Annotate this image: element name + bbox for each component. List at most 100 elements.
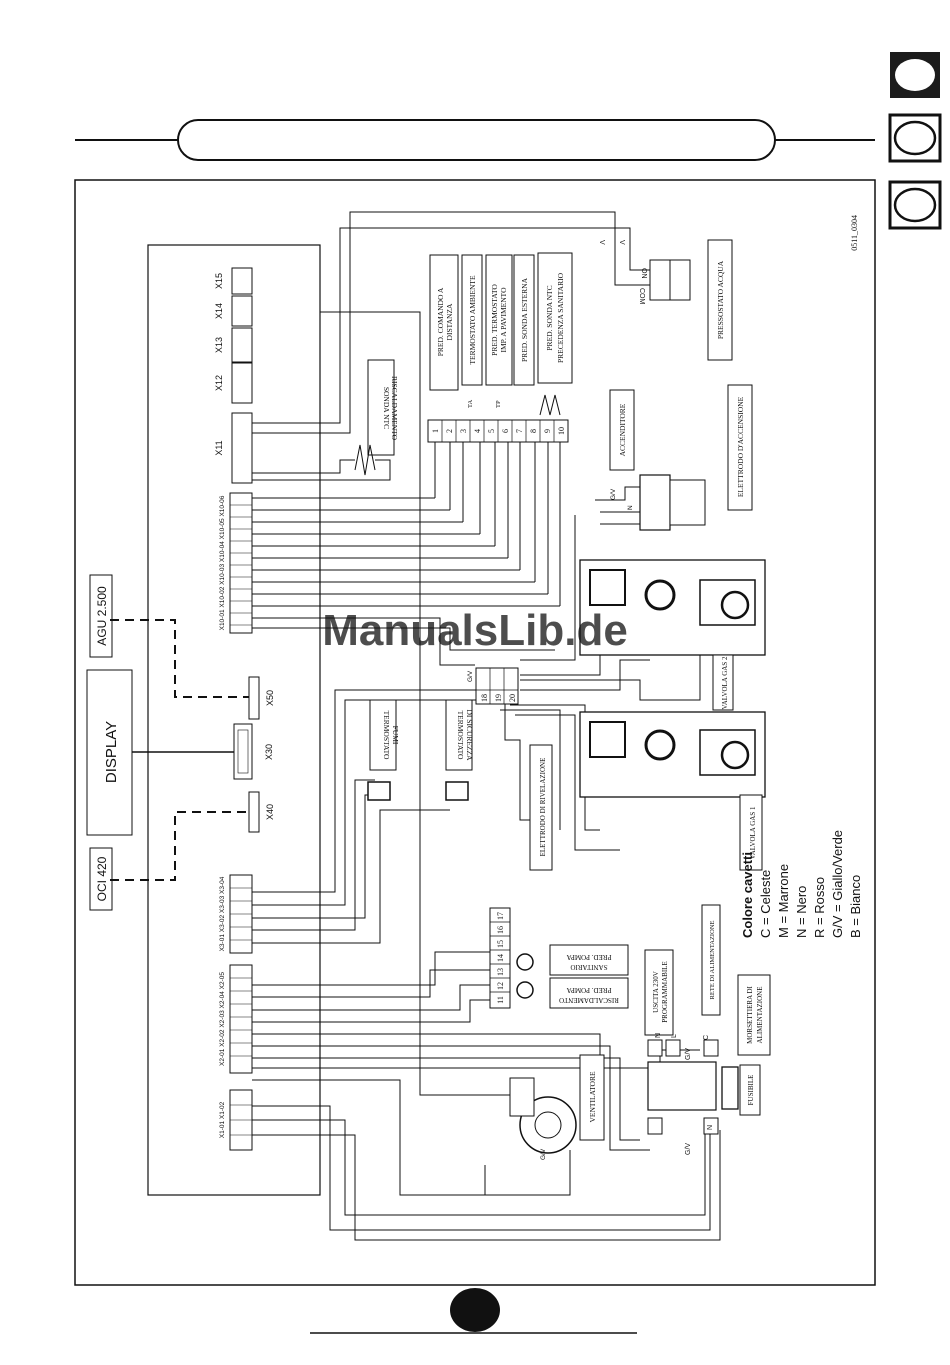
svg-text:X11: X11	[214, 440, 224, 455]
svg-text:N: N	[707, 1125, 714, 1130]
svg-text:RETE DI ALIMENTAZIONE: RETE DI ALIMENTAZIONE	[709, 921, 716, 1000]
svg-text:TERMOSTATO: TERMOSTATO	[382, 711, 391, 760]
svg-text:X2-01 X2-02 X2-03 X2-04 X2-05: X2-01 X2-02 X2-03 X2-04 X2-05	[219, 972, 226, 1066]
agu-module: AGU 2.500	[89, 574, 113, 658]
valvola-gas-2: VALVOLA GAS 2	[579, 559, 766, 711]
connector-x3-block: X3-01 X3-02 X3-03 X3-04	[219, 874, 253, 954]
termostato-fumi: TERMOSTATO FUMI	[367, 699, 400, 801]
connector-x11: X11	[214, 412, 253, 484]
legend-title: Colore cavetti	[740, 852, 755, 938]
lang-tab-3[interactable]	[888, 180, 942, 230]
lang-tab-2[interactable]	[888, 113, 942, 163]
svg-text:20: 20	[508, 694, 517, 702]
svg-text:X15: X15	[214, 273, 224, 289]
pressostato-acqua: ON COM V V PRESSOSTATO ACQUA	[598, 239, 733, 361]
terminal-strip-pump: 11 12 13 14 15 16 17	[489, 907, 511, 1009]
svg-text:N: N	[655, 1033, 662, 1038]
svg-text:G/V: G/V	[467, 670, 474, 682]
page-number-badge	[450, 1288, 500, 1332]
svg-text:X12: X12	[214, 375, 224, 391]
watermark: ManualsLib.de	[322, 606, 628, 655]
svg-text:19: 19	[494, 694, 503, 702]
svg-text:ELETTRODO DI RIVELAZIONE: ELETTRODO DI RIVELAZIONE	[539, 758, 547, 857]
oci-module: OCI 420	[89, 847, 113, 911]
svg-text:G/V: G/V	[685, 1048, 692, 1060]
svg-text:G/V: G/V	[540, 1148, 547, 1160]
svg-text:X50: X50	[265, 690, 275, 706]
svg-text:9: 9	[543, 429, 552, 433]
svg-text:1: 1	[431, 429, 440, 433]
valvola-gas-1: VALVOLA GAS 1	[579, 711, 766, 871]
terminal-strip-mid: 18 19 20 G/V	[467, 667, 519, 705]
pred-sonda-ntc-sanitario: PRED. SONDA NTC PRECEDENZA SANITARIO	[537, 252, 573, 384]
power-terminal-block: C G/V N N L G/V	[647, 1033, 719, 1155]
svg-text:ELETTRODO D'ACCENSIONE: ELETTRODO D'ACCENSIONE	[736, 396, 745, 497]
svg-text:TERMOSTATO AMBIENTE: TERMOSTATO AMBIENTE	[468, 275, 477, 364]
svg-text:X1-01 X1-02: X1-01 X1-02	[219, 1101, 226, 1138]
connector-x13: X13	[214, 327, 253, 363]
svg-text:C: C	[703, 1035, 710, 1040]
elettrodo-rivelazione: ELETTRODO DI RIVELAZIONE	[529, 744, 553, 871]
elettrodo-accensione: ELETTRODO D'ACCENSIONE	[727, 384, 753, 511]
fusibile: FUSIBILE	[721, 1064, 761, 1116]
svg-text:VALVOLA GAS 1: VALVOLA GAS 1	[749, 806, 757, 859]
connector-x15: X15	[214, 267, 253, 295]
connector-x2-block: X2-01 X2-02 X2-03 X2-04 X2-05	[219, 964, 253, 1074]
svg-text:PRESSOSTATO ACQUA: PRESSOSTATO ACQUA	[716, 260, 725, 339]
svg-text:PRED. POMPA: PRED. POMPA	[567, 986, 612, 994]
legend-entry: M = Marrone	[776, 864, 791, 938]
svg-text:ALIMENTAZIONE: ALIMENTAZIONE	[756, 987, 764, 1044]
svg-text:MORSETTIERA DI: MORSETTIERA DI	[746, 985, 754, 1043]
svg-text:7: 7	[515, 429, 524, 433]
header	[75, 119, 875, 161]
svg-text:2: 2	[445, 429, 454, 433]
language-tabs	[888, 52, 942, 230]
svg-text:11: 11	[496, 996, 505, 1004]
lang-tab-active[interactable]	[890, 52, 940, 98]
connector-x12: X12	[214, 362, 253, 404]
pred-comando-distanza: PRED. COMANDO A DISTANZA	[429, 254, 459, 391]
svg-text:3: 3	[459, 429, 468, 433]
ventilatore: VENTILATORE G/V	[509, 1054, 605, 1160]
uscita-230v: USCITA 230V PROGRAMMABILE	[644, 949, 674, 1036]
svg-text:X3-01 X3-02 X3-03 X3-04: X3-01 X3-02 X3-03 X3-04	[219, 876, 226, 951]
display-module: DISPLAY	[86, 669, 133, 836]
termostato-sicurezza: TERMOSTATO DI SICUREZZA	[445, 699, 474, 801]
svg-text:L: L	[671, 1034, 678, 1038]
svg-text:15: 15	[496, 940, 505, 948]
legend-entry: G/V = Giallo/Verde	[830, 830, 845, 938]
svg-text:PRED. COMANDO A: PRED. COMANDO A	[436, 287, 445, 356]
svg-text:TA: TA	[467, 400, 474, 408]
svg-text:X10-01 X10-02 X10-03 X10-04 X1: X10-01 X10-02 X10-03 X10-04 X10-05 X10-0…	[219, 495, 226, 630]
svg-text:RISCALDAMENTO: RISCALDAMENTO	[390, 376, 399, 441]
terminal-strip-top: 1 2 3 4 5 6 7 8 9 10 TP TA	[427, 394, 569, 443]
svg-text:G/V: G/V	[685, 1143, 692, 1155]
svg-text:6: 6	[501, 429, 510, 433]
svg-text:TERMOSTATO: TERMOSTATO	[456, 711, 465, 760]
connector-x40: X40	[248, 791, 275, 833]
title-bar	[177, 119, 776, 161]
wire-color-legend: Colore cavetti C = Celeste M = Marrone N…	[740, 830, 863, 938]
legend-entry: N = Nero	[794, 886, 809, 938]
svg-text:FUMI: FUMI	[391, 726, 400, 745]
connector-x10-block: X10-01 X10-02 X10-03 X10-04 X10-05 X10-0…	[219, 492, 253, 634]
dashed-links	[110, 619, 250, 881]
svg-text:N: N	[627, 505, 634, 510]
pred-pompa-sanitario: PRED. POMPA SANITARIO	[516, 944, 629, 976]
svg-text:X30: X30	[264, 744, 274, 760]
svg-text:ON: ON	[640, 268, 647, 279]
svg-text:16: 16	[496, 926, 505, 934]
svg-text:10: 10	[557, 427, 566, 435]
footer	[310, 1288, 637, 1334]
legend-entry: B = Bianco	[848, 875, 863, 938]
svg-text:PRED. SONDA ESTERNA: PRED. SONDA ESTERNA	[520, 277, 529, 362]
svg-text:PRED. POMPA: PRED. POMPA	[567, 953, 612, 961]
rete-alimentazione: RETE DI ALIMENTAZIONE	[701, 904, 721, 1016]
svg-text:X13: X13	[214, 337, 224, 353]
pred-sonda-esterna: PRED. SONDA ESTERNA	[513, 254, 535, 386]
svg-text:18: 18	[480, 694, 489, 702]
svg-text:SONDA NTC: SONDA NTC	[382, 387, 391, 429]
svg-text:V: V	[618, 240, 625, 245]
legend-entry: C = Celeste	[758, 870, 773, 938]
main-board	[147, 244, 321, 1196]
